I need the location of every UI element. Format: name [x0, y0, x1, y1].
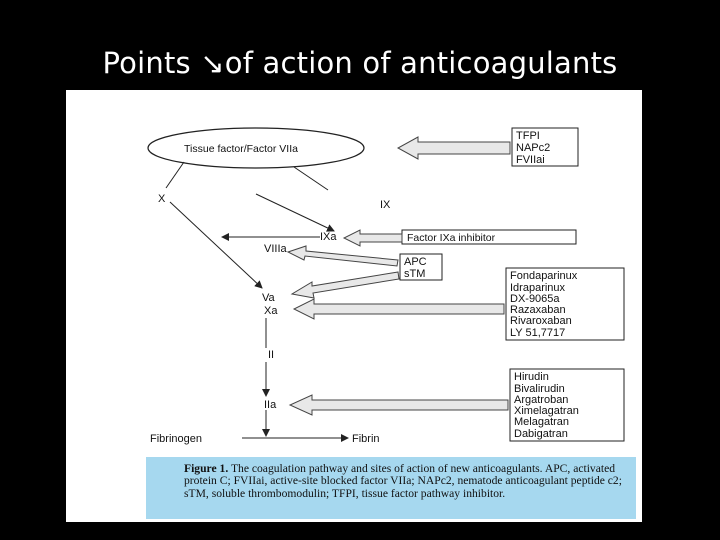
- xa-arrow: [292, 298, 505, 320]
- node-xa: Xa: [264, 305, 278, 317]
- iia-inhibitor-box: [509, 368, 625, 442]
- dabigatran-label: Dabigatran: [514, 428, 568, 440]
- razaxaban-label: Razaxaban: [510, 304, 566, 316]
- arrow-ellipse-to-x: [165, 161, 185, 189]
- node-ix: IX: [380, 199, 391, 211]
- slide-title: Points ↘of action of anticoagulants: [102, 46, 618, 80]
- hirudin-label: Hirudin: [514, 371, 549, 383]
- pathway-figure: Tissue factor/Factor VIIa X IX IXa VIIIa…: [66, 90, 642, 522]
- node-ii: II: [268, 349, 274, 361]
- node-fibrin: Fibrin: [352, 433, 380, 445]
- xa-inhibitor-box: [505, 267, 625, 341]
- fviiai-label: FVIIai: [516, 154, 545, 166]
- apc-arrow-upper: [286, 245, 399, 267]
- tissue-factor-ellipse: [147, 127, 365, 169]
- factor-ixa-inhibitor-label: Factor IXa inhibitor: [407, 232, 496, 244]
- node-va: Va: [262, 292, 276, 304]
- node-fibrinogen: Fibrinogen: [150, 433, 202, 445]
- apc-label: APC: [404, 256, 427, 268]
- argatroban-label: Argatroban: [514, 394, 568, 406]
- apc-box: [399, 253, 443, 281]
- ximelagatran-label: Ximelagatran: [514, 405, 579, 417]
- coagulation-pathway-diagram: Tissue factor/Factor VIIa X IX IXa VIIIa…: [147, 127, 625, 445]
- tfpi-label: TFPI: [516, 130, 540, 142]
- stm-label: sTM: [404, 268, 425, 280]
- caption-label: Figure 1.: [184, 462, 229, 475]
- melagatran-label: Melagatran: [514, 416, 569, 428]
- ly-517717-label: LY 51,7717: [510, 327, 565, 339]
- dx-9065a-label: DX-9065a: [510, 293, 560, 305]
- rivaroxaban-label: Rivaroxaban: [510, 315, 572, 327]
- bivalirudin-label: Bivalirudin: [514, 383, 565, 395]
- factor-ixa-arrow: [342, 229, 403, 247]
- node-iia: IIa: [264, 399, 277, 411]
- caption-body: The coagulation pathway and sites of act…: [184, 462, 622, 500]
- tfpi-arrow: [396, 136, 511, 160]
- node-x: X: [158, 193, 166, 205]
- caption-text: Figure 1. The coagulation pathway and si…: [184, 462, 634, 500]
- arrow-ix-to-ixa: [255, 193, 335, 232]
- arrow-ellipse-to-ix: [293, 166, 329, 191]
- node-viiia: VIIIa: [264, 243, 288, 255]
- arrow-x-to-va: [169, 201, 263, 289]
- node-ixa: IXa: [320, 231, 337, 243]
- iia-arrow: [288, 394, 509, 416]
- apc-arrow-lower: [290, 271, 400, 299]
- fondaparinux-label: Fondaparinux: [510, 270, 578, 282]
- tissue-factor-label: Tissue factor/Factor VIIa: [184, 143, 298, 155]
- figure-caption: Figure 1. The coagulation pathway and si…: [146, 457, 636, 519]
- idraparinux-label: Idraparinux: [510, 282, 566, 294]
- napc2-label: NAPc2: [516, 142, 550, 154]
- tfpi-box: [511, 127, 579, 167]
